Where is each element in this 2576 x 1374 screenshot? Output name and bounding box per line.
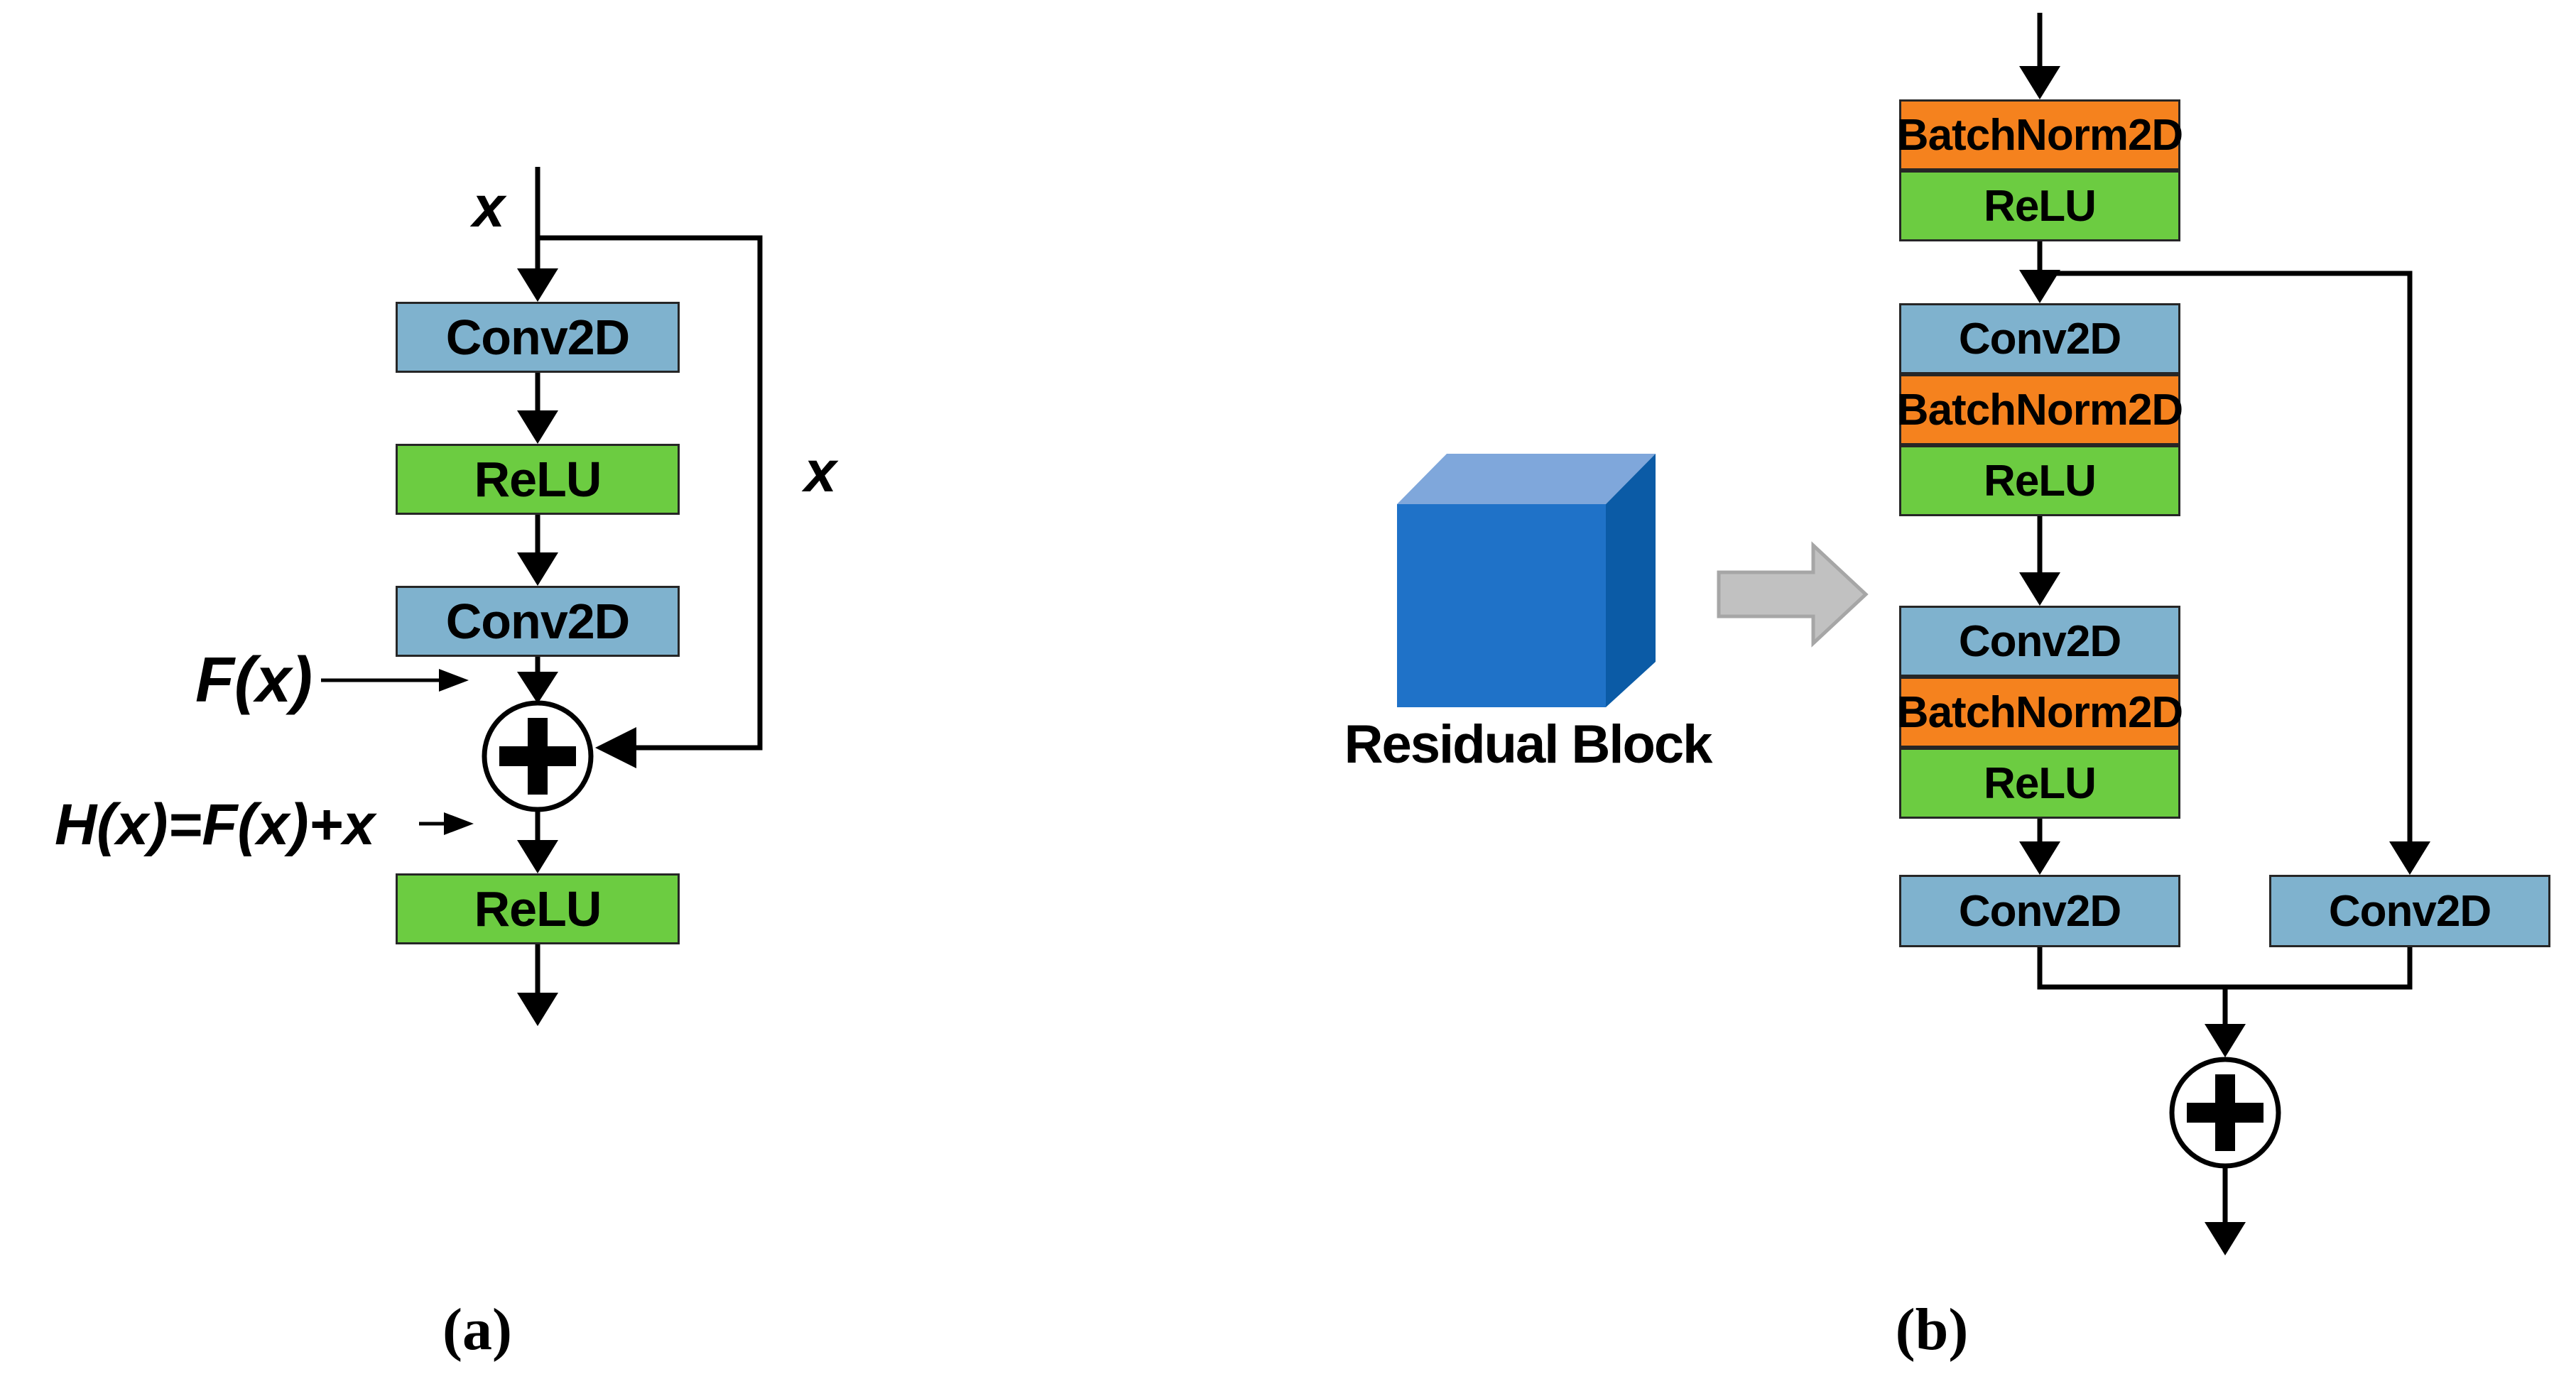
a-input-arrowhead-icon — [517, 268, 558, 302]
b-stack2-conv2d-box: Conv2D — [1899, 303, 2180, 374]
a-skip-arrowhead-icon — [595, 727, 636, 768]
a-arrow3-head-icon — [517, 672, 558, 704]
a-fx-pointer-head-icon — [439, 669, 469, 692]
a-arrow1-head-icon — [517, 410, 558, 444]
a-hx-pointer-head-icon — [444, 812, 474, 835]
b-stack3-relu-box: ReLU — [1899, 748, 2180, 819]
a-fx-label: F(x) — [195, 644, 313, 716]
b-stack3-batchnorm-box: BatchNorm2D — [1897, 677, 2183, 748]
b-arrow2-head-icon — [2019, 572, 2060, 606]
b-arrow1-head-icon — [2019, 270, 2060, 303]
a-arrow4-head-icon — [517, 840, 558, 873]
a-conv2d-box-1: Conv2D — [396, 302, 680, 373]
b-stack2-batchnorm-box: BatchNorm2D — [1897, 374, 2183, 445]
b-merge-arrowhead-icon — [2205, 1024, 2246, 1057]
residual-block-cube-icon — [1397, 454, 1656, 707]
b-plus-circle-icon — [2169, 1057, 2281, 1169]
a-relu-box-1: ReLU — [396, 444, 680, 515]
right-block-arrow-icon — [1717, 541, 1869, 648]
a-plus-circle-icon — [482, 700, 594, 812]
a-output-arrowhead-icon — [517, 993, 558, 1026]
b-conv2d-left-box: Conv2D — [1899, 875, 2180, 947]
a-hx-label: H(x)=F(x)+x — [54, 792, 376, 857]
a-arrow2-head-icon — [517, 552, 558, 586]
a-relu-box-2: ReLU — [396, 873, 680, 944]
a-skip-line — [538, 235, 763, 751]
diagram-a-connectors — [321, 167, 763, 1026]
b-stack2-relu-box: ReLU — [1899, 445, 2180, 516]
b-arrow3-head-icon — [2019, 841, 2060, 875]
b-input-arrowhead-icon — [2019, 66, 2060, 99]
cube-top-face — [1397, 454, 1656, 504]
b-skip-arrowhead-icon — [2389, 841, 2430, 875]
b-stack3-conv2d-box: Conv2D — [1899, 606, 2180, 677]
b-output-arrowhead-icon — [2205, 1222, 2246, 1255]
b-stack1-batchnorm-box: BatchNorm2D — [1897, 99, 2183, 170]
b-stack1-relu-box: ReLU — [1899, 170, 2180, 241]
a-conv2d-box-2: Conv2D — [396, 586, 680, 657]
b-conv2d-right-box: Conv2D — [2269, 875, 2550, 947]
a-skip-x-label: x — [804, 440, 837, 504]
cube-side-face — [1606, 454, 1656, 707]
diagram-b-connectors — [2019, 13, 2430, 1255]
caption-a: (a) — [442, 1296, 512, 1363]
caption-b: (b) — [1895, 1296, 1969, 1363]
b-merge-line — [2037, 947, 2413, 990]
residual-block-label: Residual Block — [1344, 714, 1713, 775]
a-input-x-label: x — [472, 175, 505, 239]
cube-front-face — [1397, 504, 1606, 707]
b-skip-line — [2040, 271, 2413, 843]
